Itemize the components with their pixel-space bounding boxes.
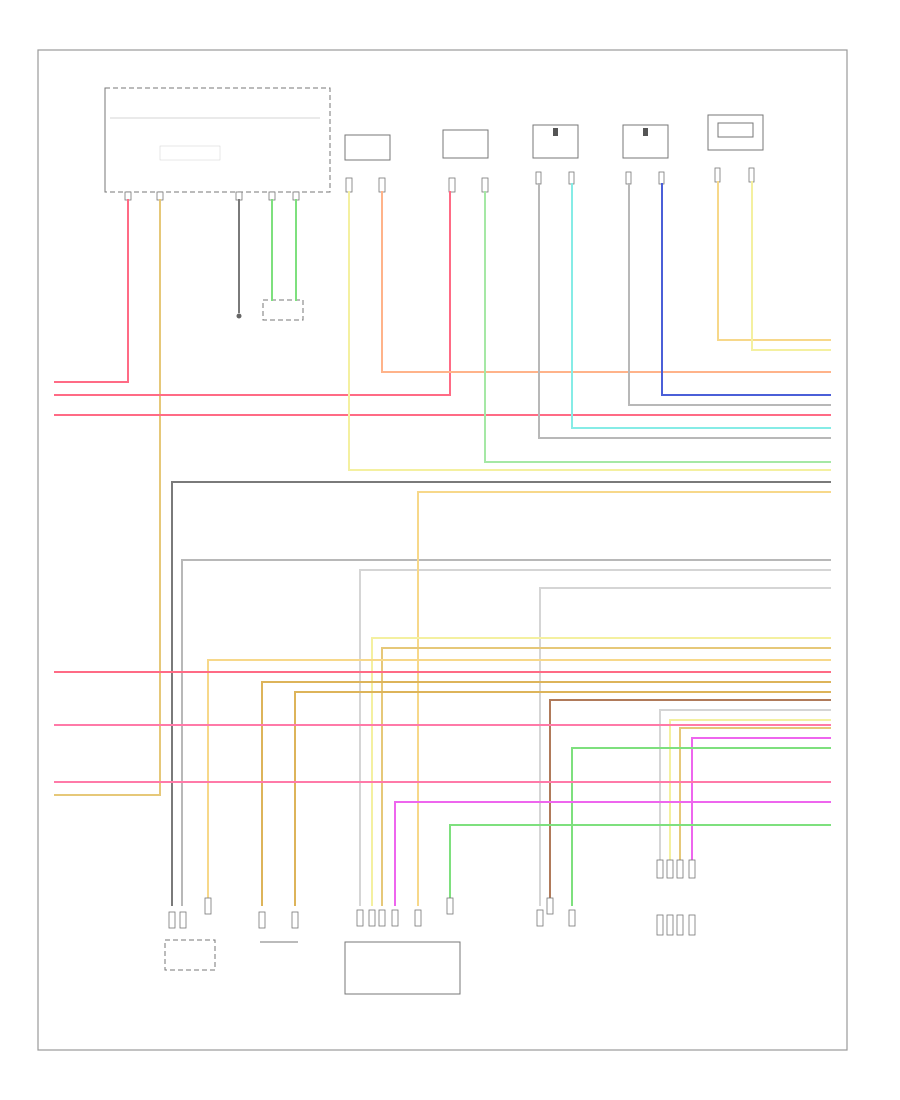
wires-bottom xyxy=(54,637,831,906)
bottom-sensor-1 xyxy=(164,897,216,971)
top-left-module xyxy=(104,87,331,201)
ground-icon xyxy=(236,313,242,319)
top-sensor-3 xyxy=(707,114,764,183)
splice-box xyxy=(262,299,304,321)
bottom-switch-2 xyxy=(656,859,696,936)
diagram-frame xyxy=(37,49,848,1051)
top-sensor-2 xyxy=(442,129,489,193)
bottom-module xyxy=(344,897,461,995)
bottom-sensor-2 xyxy=(258,911,299,943)
top-left-module-pins xyxy=(124,191,300,201)
top-sensor-1 xyxy=(344,134,391,193)
bottom-switch-1 xyxy=(536,897,576,927)
top-switch-1 xyxy=(532,124,579,185)
top-switch-2 xyxy=(622,124,669,185)
wires-top xyxy=(54,181,831,906)
